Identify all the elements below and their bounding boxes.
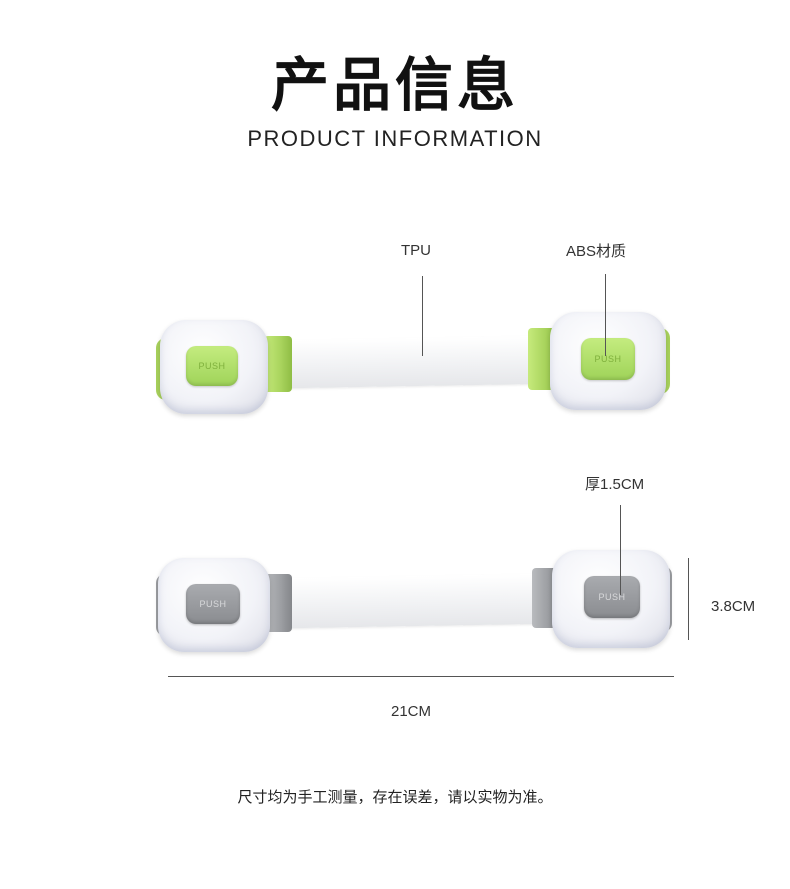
push-button-right[interactable]: PUSH	[584, 576, 640, 618]
push-button-left[interactable]: PUSH	[186, 346, 238, 386]
label-tpu: TPU	[401, 242, 431, 259]
product-image-grey: PUSH PUSH	[150, 540, 680, 670]
page-title: 产品信息	[270, 51, 519, 119]
measurement-disclaimer: 尺寸均为手工测量，存在误差，请以实物为准。	[237, 788, 553, 806]
push-button-left[interactable]: PUSH	[186, 584, 240, 624]
product-image-green: PUSH PUSH	[150, 300, 680, 430]
pointer-line-tpu	[422, 276, 423, 356]
push-button-right[interactable]: PUSH	[581, 338, 635, 380]
strap-band	[270, 573, 570, 629]
dimension-line-height	[688, 558, 689, 640]
dimension-line-length	[168, 676, 674, 677]
pointer-line-abs	[605, 274, 606, 356]
page-subtitle: PRODUCT INFORMATION	[247, 126, 543, 151]
label-height: 3.8CM	[711, 598, 756, 615]
label-thickness: 厚1.5CM	[585, 476, 645, 493]
label-abs: ABS材质	[566, 243, 627, 260]
strap-collar-left	[264, 336, 292, 392]
pointer-line-thickness	[620, 505, 621, 595]
strap-band	[270, 335, 570, 389]
label-length: 21CM	[391, 703, 432, 720]
